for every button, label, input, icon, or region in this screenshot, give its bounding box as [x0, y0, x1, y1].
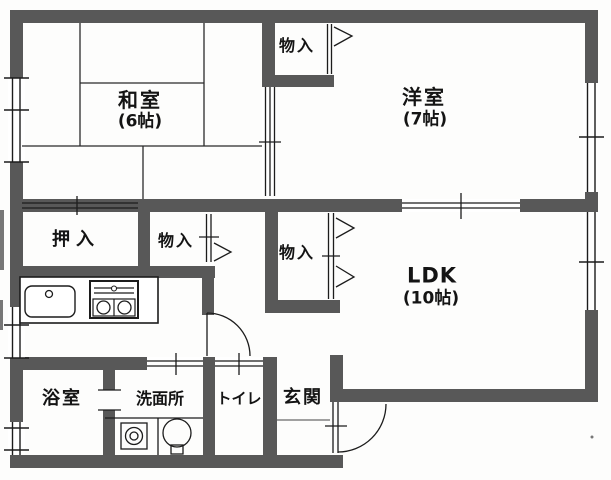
wall	[262, 23, 275, 87]
sliding-door-toilet	[215, 353, 263, 375]
wall	[263, 370, 277, 455]
washing-machine-icon	[120, 422, 148, 450]
room-label-bathroom: 浴室	[42, 388, 82, 409]
wall	[265, 300, 340, 313]
hinged-doors	[98, 24, 387, 453]
stove-icon	[89, 280, 139, 319]
door-entrance	[325, 402, 387, 453]
wall	[103, 370, 115, 390]
room-label-toilet: トイレ	[216, 389, 262, 408]
door-storage-top	[326, 24, 354, 74]
door-storage-center	[322, 213, 356, 299]
kitchen-sink-icon	[24, 285, 76, 318]
room-label-washitsu: 和室	[118, 88, 162, 112]
room-label-ldk: LDK	[406, 263, 458, 288]
wall	[202, 266, 214, 315]
wall	[263, 357, 277, 370]
sliding-doors	[22, 87, 520, 375]
room-label-entrance: 玄関	[283, 387, 323, 408]
room-label-washroom: 洗面所	[135, 389, 185, 408]
room-label-yoshitsu: 洋室	[402, 85, 446, 109]
sliding-door-washroom	[147, 353, 203, 375]
storage-label-top: 物入	[278, 36, 316, 55]
sliding-door-yoshitsu-ldk	[402, 193, 520, 219]
tatami-lines	[22, 23, 262, 199]
wall	[10, 10, 598, 23]
wall	[10, 455, 343, 468]
window	[4, 307, 29, 359]
room-size-washitsu: (6帖)	[117, 111, 163, 132]
window	[579, 212, 604, 310]
wall	[10, 357, 147, 370]
wall	[203, 370, 215, 455]
wall	[330, 355, 343, 402]
door-bathroom	[98, 389, 121, 411]
scan-artifact	[0, 210, 594, 439]
wall	[10, 266, 215, 278]
wall	[262, 75, 334, 87]
sliding-door-oshiire	[22, 196, 138, 215]
door-storage-hall	[199, 214, 233, 262]
room-size-yoshitsu: (7帖)	[402, 109, 448, 130]
closet-label-oshiire: 押入	[52, 229, 100, 250]
storage-label-hall: 物入	[157, 231, 195, 250]
window	[4, 77, 29, 163]
storage-label-center: 物入	[278, 243, 316, 262]
wall	[203, 357, 215, 370]
room-size-ldk: (10帖)	[402, 288, 460, 309]
wall	[138, 199, 150, 269]
wash-basin-icon	[162, 418, 192, 455]
windows	[4, 77, 604, 455]
wall	[520, 199, 585, 212]
door-hall-ldk	[206, 312, 251, 357]
window	[4, 422, 29, 455]
wall	[585, 10, 598, 402]
kitchen-counter	[19, 276, 159, 324]
fusuma-washitsu-yoshitsu	[259, 87, 281, 196]
wall	[330, 389, 598, 402]
washroom-fixtures	[105, 417, 203, 455]
wall	[265, 199, 278, 313]
window	[579, 83, 604, 192]
wall	[10, 199, 402, 212]
wall	[103, 410, 115, 455]
